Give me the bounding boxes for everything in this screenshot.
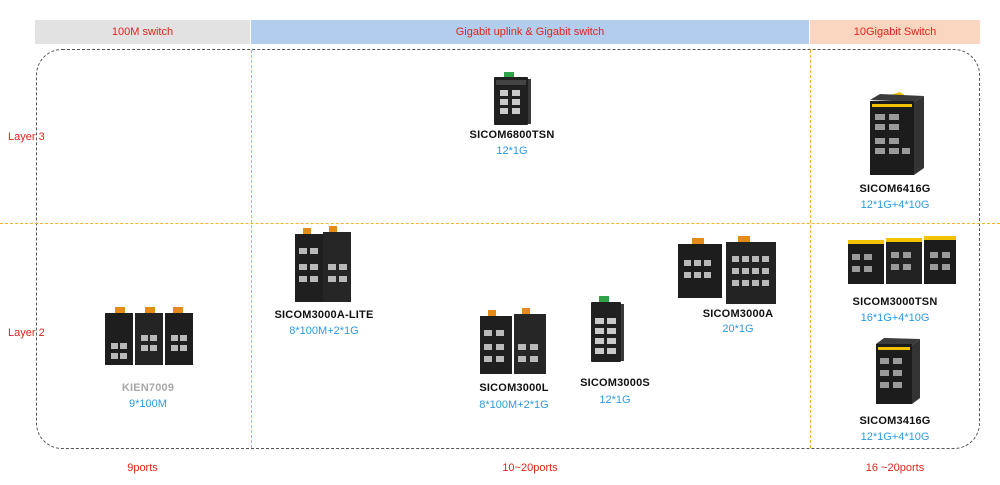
sicom6416g-image bbox=[866, 92, 928, 176]
sicom6800tsn-image bbox=[492, 72, 532, 126]
sicom6800tsn-spec: 12*1G bbox=[496, 145, 528, 157]
sicom3416g-name: SICOM3416G bbox=[859, 415, 931, 427]
sicom3000a-lite-image bbox=[293, 226, 355, 304]
kien7009-spec: 9*100M bbox=[129, 398, 167, 410]
sicom6800tsn-name: SICOM6800TSN bbox=[469, 129, 555, 141]
layer-3-label: Layer 3 bbox=[8, 131, 45, 143]
sicom3000a-name: SICOM3000A bbox=[702, 308, 774, 320]
sicom6416g-name: SICOM6416G bbox=[859, 183, 931, 195]
sicom3000s-name: SICOM3000S bbox=[580, 377, 650, 389]
sicom3000s-image bbox=[587, 296, 627, 364]
sicom3000a-lite-spec: 8*100M+2*1G bbox=[289, 325, 359, 337]
sicom3000l-name: SICOM3000L bbox=[479, 382, 549, 394]
sicom3000l-image bbox=[478, 308, 548, 376]
column-divider bbox=[810, 50, 811, 448]
header-gigabit-switch: Gigabit uplink & Gigabit switch bbox=[251, 20, 809, 44]
sicom3416g-spec: 12*1G+4*10G bbox=[860, 431, 930, 443]
sicom3416g-image bbox=[872, 336, 924, 406]
column-divider bbox=[251, 50, 252, 448]
sicom3000a-spec: 20*1G bbox=[722, 323, 754, 335]
layer-divider bbox=[0, 223, 1000, 224]
kien7009-image bbox=[103, 305, 195, 367]
header-10gigabit-switch: 10Gigabit Switch bbox=[810, 20, 980, 44]
header-100m-switch: 100M switch bbox=[35, 20, 250, 44]
sicom3000s-spec: 12*1G bbox=[599, 394, 631, 406]
sicom3000tsn-image bbox=[846, 236, 958, 286]
sicom3000a-image bbox=[676, 236, 780, 306]
ports-label-10gigabit: 16 ~20ports bbox=[865, 462, 925, 474]
sicom3000a-lite-name: SICOM3000A-LITE bbox=[274, 309, 374, 321]
sicom3000tsn-name: SICOM3000TSN bbox=[852, 296, 938, 308]
ports-label-100m: 9ports bbox=[127, 462, 158, 474]
sicom3000l-spec: 8*100M+2*1G bbox=[479, 399, 549, 411]
layer-2-label: Layer 2 bbox=[8, 327, 45, 339]
product-frame bbox=[36, 49, 980, 449]
sicom3000tsn-spec: 16*1G+4*10G bbox=[860, 312, 930, 324]
sicom6416g-spec: 12*1G+4*10G bbox=[860, 199, 930, 211]
ports-label-gigabit: 10~20ports bbox=[502, 462, 558, 474]
kien7009-name: KIEN7009 bbox=[121, 382, 175, 394]
